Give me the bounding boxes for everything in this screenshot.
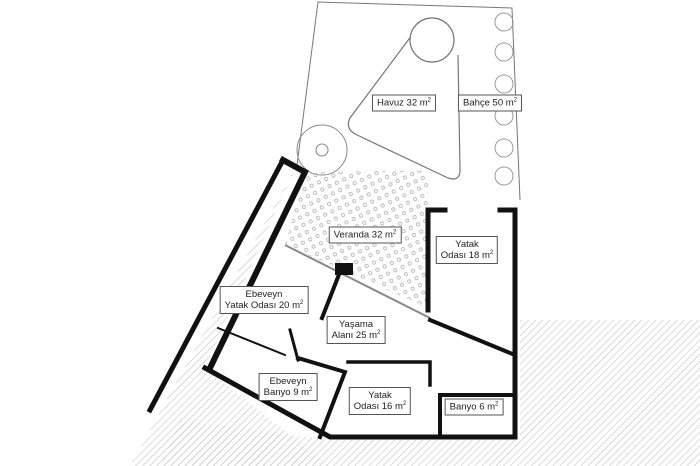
ground-hatch-right [330,320,700,466]
master-bath-wall [216,326,287,357]
tree-icon [494,42,514,62]
interior-wall [288,328,300,362]
room-name: Veranda 32 m [333,229,393,241]
pool-round-end [409,17,455,63]
unit-sup: 2 [309,386,313,393]
room-name: Ebeveyn [245,289,283,300]
room-label-banyo6: Banyo 6 m2 [444,398,504,416]
room-name: Yatak [455,239,479,250]
unit-sup: 2 [377,329,381,336]
unit-sup: 2 [495,401,499,408]
room-label-havuz: Havuz 32 m2 [371,94,437,112]
room-name: Yaşama [338,319,374,330]
bath-wall [295,355,348,440]
outer-wall-bottom [201,207,518,440]
ground-hatch-under [160,420,330,466]
unit-sup: 2 [489,249,494,256]
tree-icon [494,166,514,186]
room-area: Alanı 25 m [331,330,378,341]
room-name: Yatak [368,390,392,401]
spiral-stair [296,124,348,176]
unit-sup: 2 [513,97,518,104]
room-area: Banyo 9 m [263,387,310,398]
room-area: Odası 16 m [353,401,403,412]
room-name: Ebeveyn [269,376,307,387]
outer-wall-far-left [146,156,287,414]
room-label-veranda: Veranda 32 m2 [328,226,402,244]
room-name: Banyo 6 m [449,401,496,413]
interior-wall [427,317,518,358]
unit-sup: 2 [300,299,304,306]
pool [347,34,461,180]
ground-hatch-left [130,165,330,466]
bedroom16-wall [346,360,432,387]
column [335,263,353,275]
room-area: Yatak Odası 20 m [224,300,300,311]
room-label-bahce: Bahçe 50 m2 [457,94,523,112]
tree-icon [494,74,514,94]
unit-sup: 2 [402,400,407,407]
glass-facade [284,244,431,319]
unit-sup: 2 [392,229,397,236]
trees [494,12,514,186]
tree-icon [494,12,514,32]
bedroom18-wall [425,207,448,313]
spiral-stair-core [315,143,329,157]
room-name: Bahçe 50 m [462,97,514,109]
unit-sup: 2 [427,97,432,104]
room-name: Havuz 32 m [376,97,428,109]
tree-icon [494,138,514,158]
interior-wall [319,269,343,321]
banyo6-wall [438,393,517,439]
room-area: Odası 18 m [440,250,490,261]
